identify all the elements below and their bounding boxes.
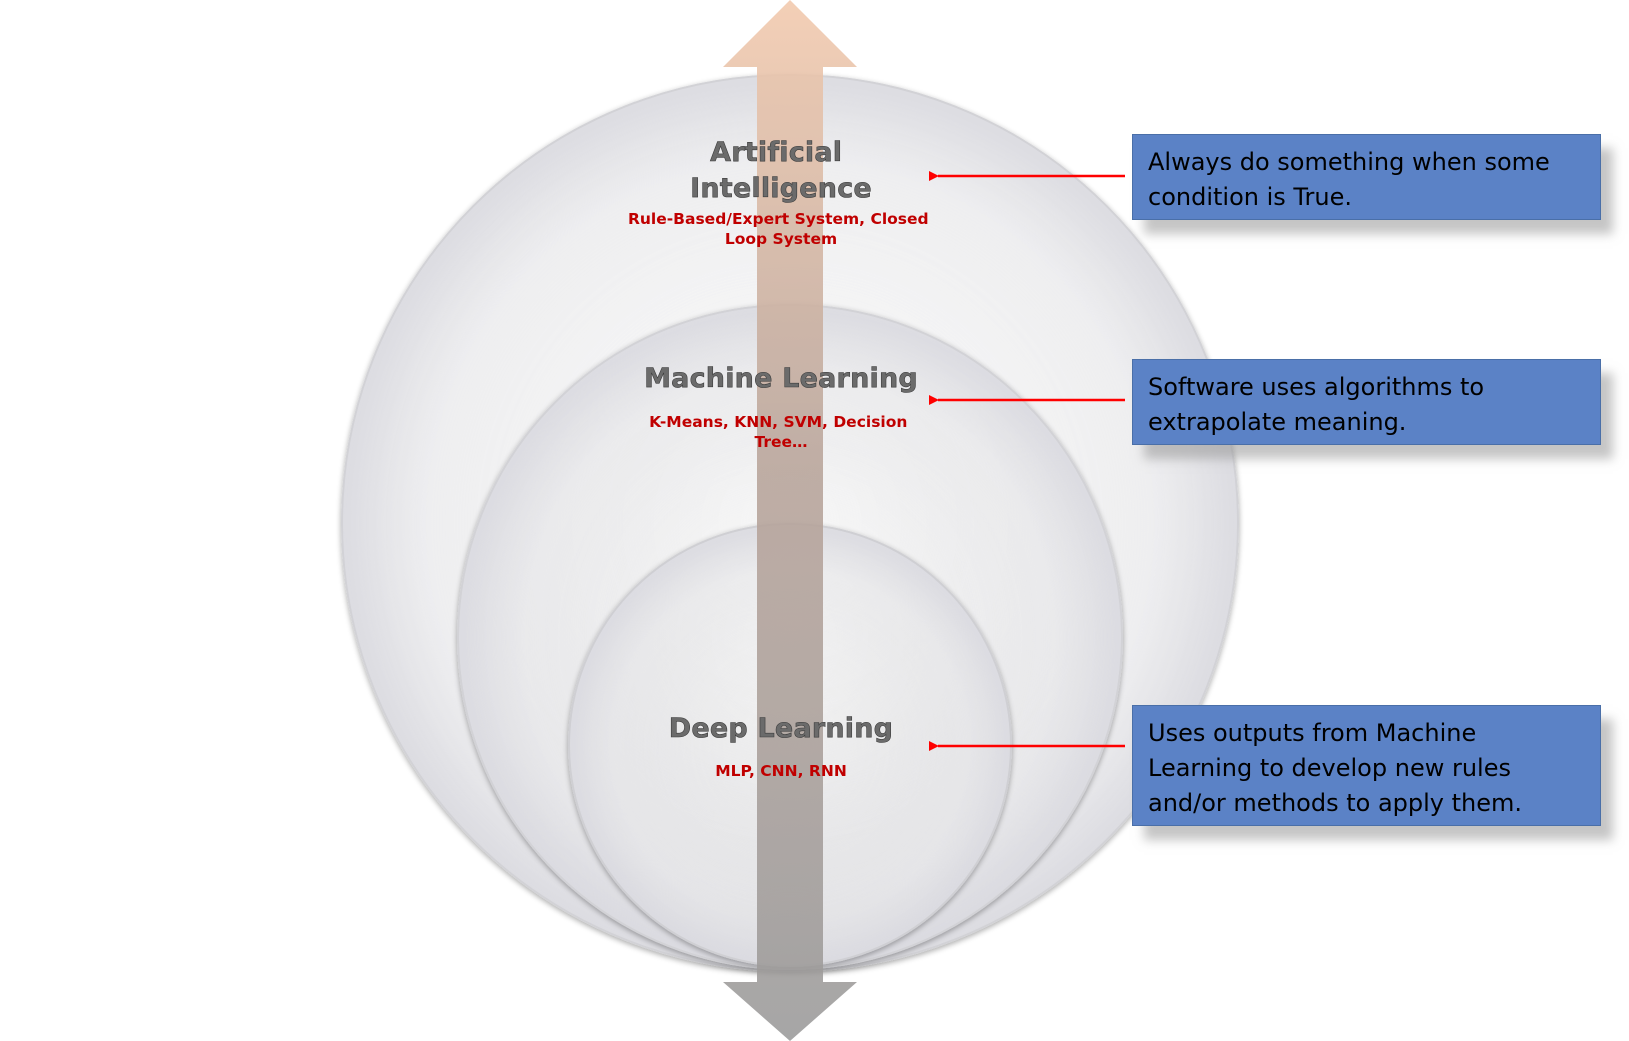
ml-description-text: Software uses algorithms to extrapolate … [1148, 373, 1485, 436]
ml-description-box: Software uses algorithms to extrapolate … [1132, 359, 1601, 445]
ai-title: Artificial Intelligence [690, 137, 872, 204]
ai-examples: Rule-Based/Expert System, Closed Loop Sy… [628, 210, 934, 248]
ml-examples-line-2: Tree… [754, 433, 807, 451]
ml-examples: K-Means, KNN, SVM, Decision Tree… [649, 413, 913, 451]
dl-examples: MLP, CNN, RNN [715, 762, 847, 780]
ml-title-line-1: Machine Learning [644, 363, 918, 394]
ai-description-box: Always do something when some condition … [1132, 134, 1601, 220]
dl-description-box: Uses outputs from Machine Learning to de… [1132, 705, 1601, 826]
ai-title-line-2: Intelligence [690, 173, 872, 204]
ai-examples-line-2: Loop System [725, 230, 837, 248]
ai-examples-line-1: Rule-Based/Expert System, Closed [628, 210, 929, 228]
dl-title-line-1: Deep Learning [669, 713, 893, 744]
ai-description-text: Always do something when some condition … [1148, 148, 1550, 211]
dl-description-text: Uses outputs from Machine Learning to de… [1148, 719, 1523, 817]
dl-title: Deep Learning [669, 713, 893, 744]
ml-examples-line-1: K-Means, KNN, SVM, Decision [649, 413, 907, 431]
vertical-double-arrow [723, 0, 857, 1041]
ml-title: Machine Learning [644, 363, 918, 394]
dl-examples-line-1: MLP, CNN, RNN [715, 762, 847, 780]
ai-title-line-1: Artificial [710, 137, 842, 168]
